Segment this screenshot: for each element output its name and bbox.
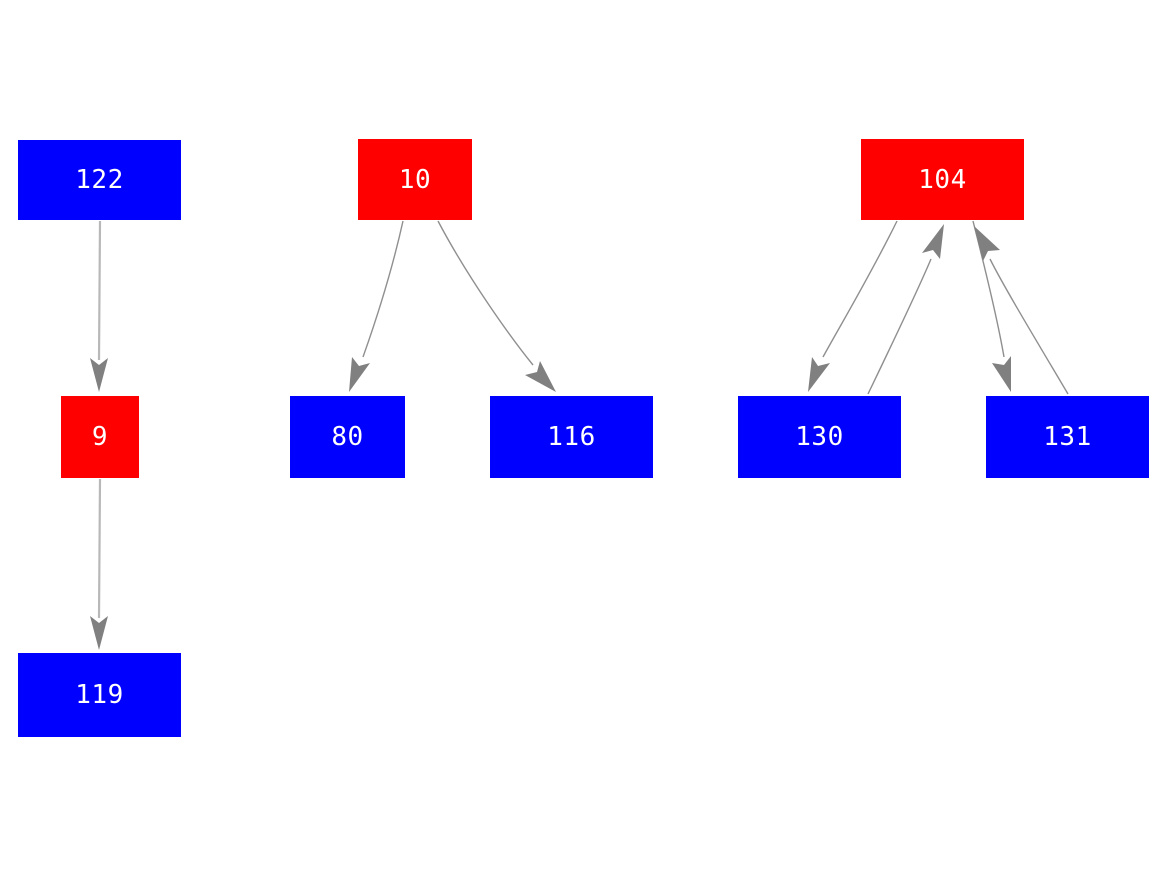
- node-label: 130: [795, 422, 844, 452]
- graph-node-116[interactable]: 116: [490, 396, 653, 478]
- node-label: 116: [547, 422, 596, 452]
- edge-9-to-119: [90, 478, 108, 650]
- graph-node-104[interactable]: 104: [861, 139, 1024, 220]
- graph-node-131[interactable]: 131: [986, 396, 1149, 478]
- node-label: 131: [1043, 422, 1092, 452]
- edge-122-to-9: [90, 220, 108, 392]
- node-label: 122: [75, 165, 124, 195]
- graph-node-122[interactable]: 122: [18, 140, 181, 220]
- edge-130-to-104: [867, 224, 944, 395]
- node-label: 9: [91, 422, 109, 452]
- node-label: 10: [398, 164, 432, 195]
- edge-10-to-80: [349, 220, 404, 392]
- edge-10-to-116: [437, 220, 556, 392]
- edge-104-to-130: [808, 220, 898, 392]
- graph-node-80[interactable]: 80: [290, 396, 405, 478]
- graph-node-9[interactable]: 9: [61, 396, 139, 478]
- graph-node-119[interactable]: 119: [18, 653, 181, 737]
- node-label: 104: [918, 164, 967, 195]
- node-label: 119: [75, 680, 124, 710]
- node-label: 80: [331, 422, 364, 452]
- edge-131-to-104: [974, 226, 1069, 395]
- graph-node-130[interactable]: 130: [738, 396, 901, 478]
- edge-104-to-131: [972, 220, 1011, 392]
- graph-node-10[interactable]: 10: [358, 139, 472, 220]
